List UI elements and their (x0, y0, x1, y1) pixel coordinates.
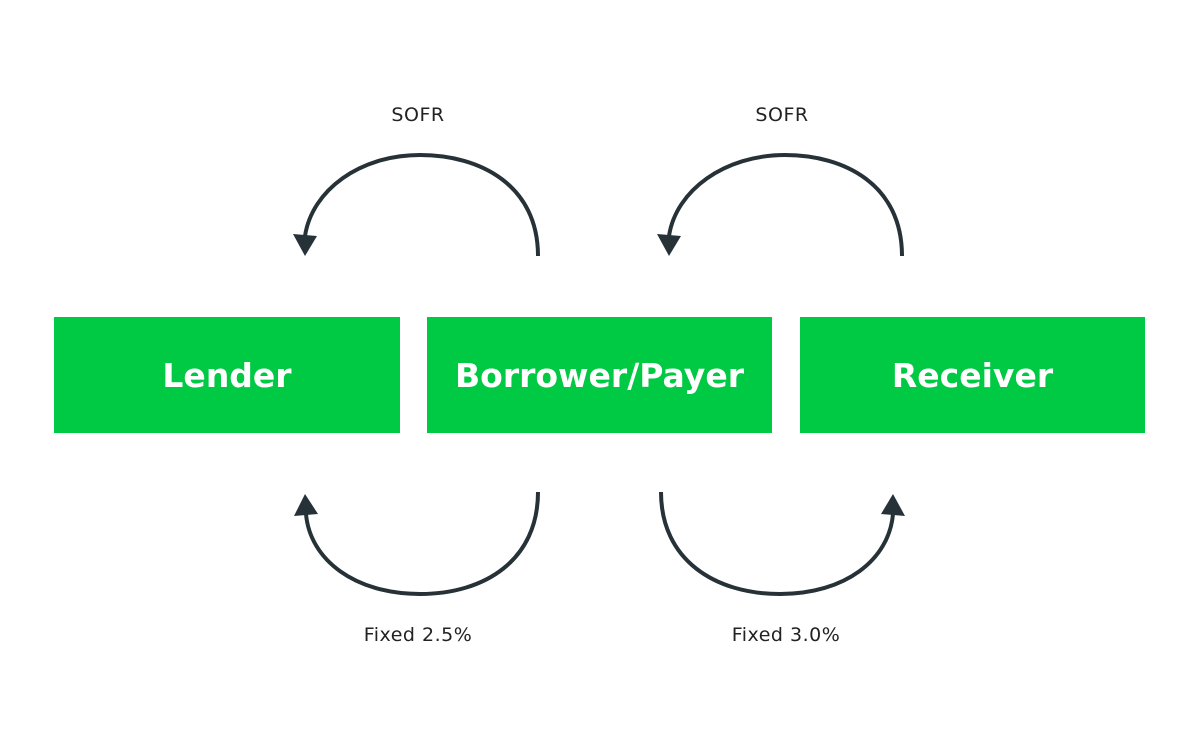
lender-label: Lender (162, 355, 292, 395)
fixed-left-arrow-icon (294, 491, 540, 597)
borrower-payer-node: Borrower/Payer (427, 317, 772, 433)
receiver-label: Receiver (891, 355, 1054, 395)
sofr-label-left: SOFR (391, 104, 445, 126)
fixed-rate-label-left: Fixed 2.5% (363, 624, 473, 646)
borrower-payer-label: Borrower/Payer (455, 355, 744, 395)
lender-node: Lender (54, 317, 400, 433)
sofr-left-arrow-icon (293, 152, 540, 257)
fixed-rate-label-right: Fixed 3.0% (731, 624, 841, 646)
receiver-node: Receiver (800, 317, 1145, 433)
fixed-right-arrow-icon (659, 491, 905, 597)
sofr-label-right: SOFR (755, 104, 809, 126)
sofr-right-arrow-icon (657, 152, 904, 257)
